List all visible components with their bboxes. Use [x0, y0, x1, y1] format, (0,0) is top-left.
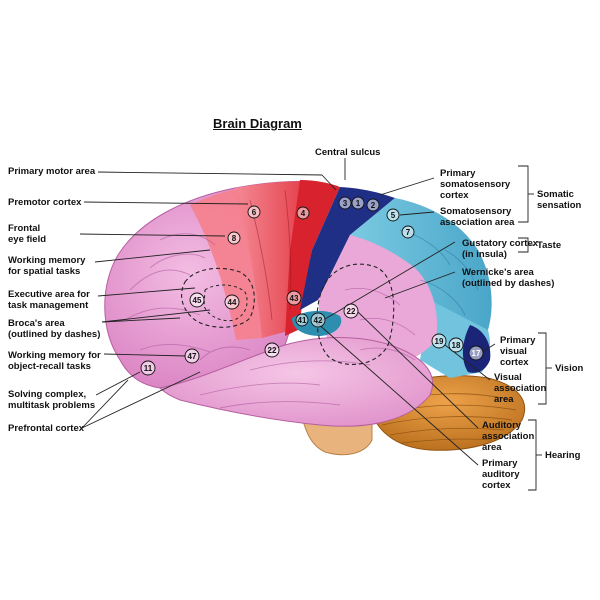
area-circle-7 [401, 225, 415, 239]
area-circle-42 [310, 312, 326, 328]
temporal-lobe [158, 337, 434, 427]
leader-lines [79, 158, 496, 466]
group-brackets [518, 165, 552, 491]
area-circle-19 [431, 333, 447, 349]
area-circle-17 [468, 345, 484, 361]
area-17: 17 [472, 349, 481, 358]
area-circle-4 [296, 206, 310, 220]
area-circle-45 [189, 292, 205, 308]
group-vision: Vision [555, 363, 584, 374]
label-prefrontal-cortex: Prefrontal cortex [8, 423, 85, 434]
diagram-title: Brain Diagram [213, 116, 302, 131]
area-3: 3 [343, 199, 348, 208]
brocas-area-outline [203, 284, 248, 322]
area-numbers [140, 196, 484, 376]
area-circle-3 [338, 196, 352, 210]
area-47: 47 [188, 352, 197, 361]
area-19: 19 [435, 337, 444, 346]
group-hearing: Hearing [545, 450, 581, 461]
area-8: 8 [232, 234, 237, 243]
label-wernickes-area: Wernicke's area(outlined by dashes) [462, 267, 555, 289]
area-41: 41 [298, 316, 307, 325]
area-4: 4 [301, 209, 306, 218]
area-42: 42 [314, 316, 323, 325]
area-6: 6 [252, 208, 257, 217]
area-22-lower: 22 [268, 346, 277, 355]
gyri-texture [124, 233, 416, 409]
label-solving-complex-problems: Solving complex,multitask problems [8, 389, 96, 411]
area-circle-11 [140, 360, 156, 376]
area-circle-22-lower [264, 342, 280, 358]
parietal-pink-region [318, 235, 438, 369]
executive-area-outline [181, 267, 255, 328]
area-18: 18 [452, 341, 461, 350]
area-5: 5 [391, 211, 396, 220]
area-circle-47 [184, 348, 200, 364]
area-circle-2 [366, 198, 380, 212]
area-circle-43 [286, 290, 302, 306]
wernickes-area-outline [316, 263, 395, 365]
area-44: 44 [228, 298, 237, 307]
area-11: 11 [144, 364, 153, 373]
label-gustatory-cortex: Gustatory cortex(in insula) [462, 238, 539, 260]
label-premotor-cortex: Premotor cortex [8, 197, 82, 208]
area-circle-6 [247, 205, 261, 219]
area-7: 7 [406, 228, 411, 237]
label-primary-motor-area: Primary motor area [8, 166, 96, 177]
area-circle-18 [448, 337, 464, 353]
area-2: 2 [371, 201, 376, 210]
group-taste: Taste [537, 240, 562, 251]
primary-somatosensory-region [300, 187, 395, 310]
area-circle-5 [386, 208, 400, 222]
area-circle-44 [224, 294, 240, 310]
area-circle-22-upper [343, 303, 359, 319]
area-1: 1 [356, 199, 361, 208]
area-43: 43 [290, 294, 299, 303]
area-circle-1 [351, 196, 365, 210]
area-45: 45 [193, 296, 202, 305]
area-circle-8 [227, 231, 241, 245]
area-22-upper: 22 [347, 307, 356, 316]
label-central-sulcus: Central sulcus [315, 147, 381, 158]
label-brocas-area: Broca's area(outlined by dashes) [8, 318, 101, 340]
area-circle-41 [295, 313, 309, 327]
